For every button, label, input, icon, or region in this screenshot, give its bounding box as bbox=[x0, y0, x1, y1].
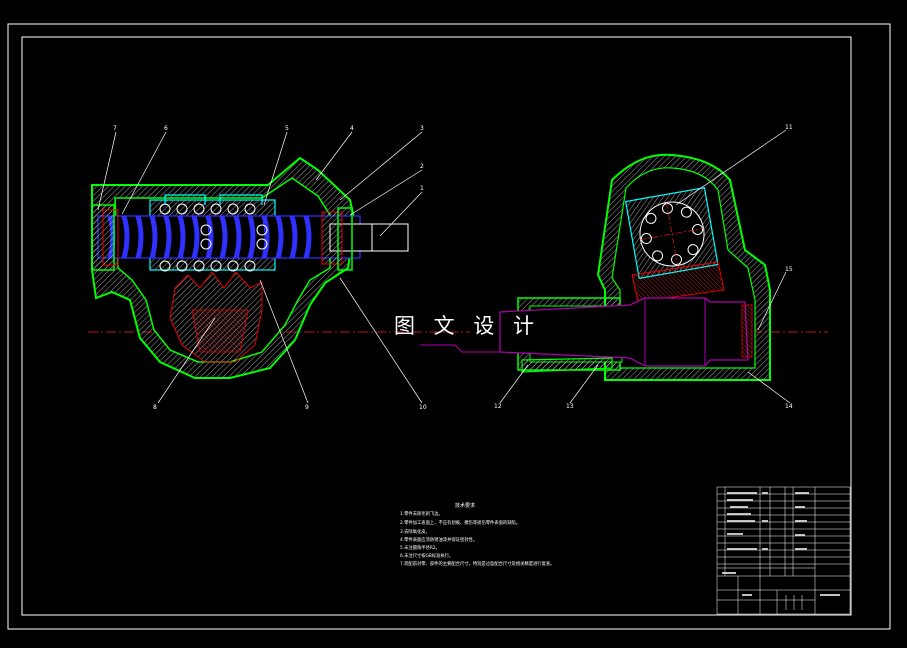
rotated-bearing bbox=[624, 186, 719, 280]
nut-guide-2 bbox=[219, 194, 263, 205]
callout-14: 14 bbox=[785, 403, 793, 410]
callout-3: 3 bbox=[420, 125, 424, 132]
callout-1: 1 bbox=[420, 185, 424, 192]
technical-requirements: 技术要求 1.零件去除毛刺飞边。 2.零件加工表面上，不应有划痕、擦伤等损伤零件… bbox=[400, 502, 555, 567]
tech-req-item-2: 2.零件加工表面上，不应有划痕、擦伤等损伤零件表面的缺陷。 bbox=[400, 519, 520, 526]
tech-req-item-1: 1.零件去除毛刺飞边。 bbox=[400, 510, 443, 517]
tech-req-item-3: 3.去除氧化皮。 bbox=[400, 528, 430, 535]
tech-req-item-4: 4.零件表面应涂防锈油漆并保证密封性。 bbox=[400, 536, 477, 543]
callout-9: 9 bbox=[305, 404, 309, 411]
right-section-view bbox=[420, 153, 771, 381]
shaft-end-spline bbox=[741, 304, 753, 358]
callout-4: 4 bbox=[350, 125, 354, 132]
input-shaft bbox=[329, 223, 409, 252]
shaft-leader bbox=[420, 344, 500, 353]
callout-12: 12 bbox=[494, 403, 502, 410]
screw-thread bbox=[107, 215, 312, 259]
right-callouts bbox=[499, 129, 791, 404]
title-block-fill bbox=[722, 492, 840, 596]
callout-13: 13 bbox=[566, 403, 574, 410]
sector-shaft bbox=[191, 309, 249, 353]
left-section-view bbox=[91, 156, 409, 379]
ball-row-lower bbox=[159, 260, 256, 272]
callout-5: 5 bbox=[285, 125, 289, 132]
outer-frame bbox=[7, 23, 891, 630]
tech-req-title: 技术要求 bbox=[455, 502, 475, 509]
left-callouts bbox=[97, 131, 423, 404]
callout-8: 8 bbox=[153, 404, 157, 411]
right-callout-labels: 11 15 12 13 14 bbox=[494, 124, 793, 410]
callout-10: 10 bbox=[419, 404, 427, 411]
left-callout-labels: 7 6 5 4 3 2 1 8 9 10 bbox=[113, 125, 427, 411]
tube-flange bbox=[521, 357, 613, 373]
tech-req-item-7: 7.装配前对零、部件的主要配合尺寸，特别是过盈配合尺寸及相关精度进行复查。 bbox=[400, 560, 555, 567]
pitman-arm-block bbox=[631, 261, 725, 303]
nut-guide-1 bbox=[164, 194, 206, 205]
tech-req-item-5: 5.未注圆角半径R2。 bbox=[400, 544, 440, 551]
callout-15: 15 bbox=[785, 266, 793, 273]
left-bearing bbox=[102, 209, 119, 266]
callout-2: 2 bbox=[420, 163, 424, 170]
ball-row-upper bbox=[159, 203, 268, 250]
watermark-text: 图 文 设 计 bbox=[394, 314, 540, 338]
tech-req-item-6: 6.未注尺寸按GB标准执行。 bbox=[400, 552, 453, 559]
callout-7: 7 bbox=[113, 125, 117, 132]
right-end-cover bbox=[337, 207, 353, 271]
callout-6: 6 bbox=[164, 125, 168, 132]
callout-11: 11 bbox=[785, 124, 793, 131]
right-bearing bbox=[321, 211, 343, 265]
inner-frame bbox=[21, 36, 852, 616]
